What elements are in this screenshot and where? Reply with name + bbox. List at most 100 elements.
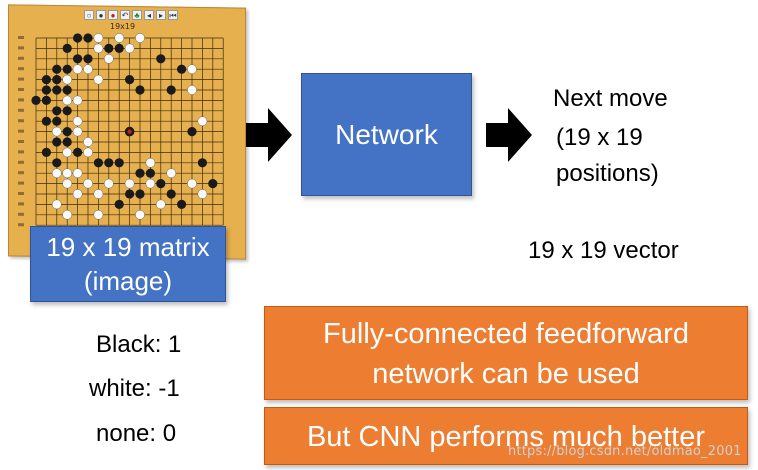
black-stone [62, 43, 72, 53]
undo-icon: ↶ [120, 10, 130, 20]
network-label: Network [335, 118, 438, 150]
white-stone [155, 199, 166, 210]
coordinate-tick [18, 192, 24, 195]
white-stone [166, 168, 177, 179]
black-stone [52, 158, 62, 168]
callout-2-text: But CNN performs much better [306, 421, 706, 453]
white-stone [197, 189, 208, 199]
go-board-grid [18, 33, 224, 227]
black-stone [83, 33, 93, 43]
network-box: Network [301, 73, 472, 196]
last-move-marker [127, 129, 132, 134]
callout-1-line2: network can be used [372, 358, 640, 390]
black-stone [135, 85, 145, 95]
black-stone [83, 54, 93, 64]
encoding-white: white: -1 [89, 375, 180, 402]
black-stone [52, 85, 62, 95]
white-stone [124, 43, 135, 54]
black-stone [104, 158, 114, 168]
black-stone [41, 147, 51, 157]
white-stone [72, 126, 83, 137]
coordinate-tick [18, 108, 24, 112]
white-stone [145, 178, 156, 189]
white-stone [93, 189, 104, 199]
black-stone [52, 106, 62, 116]
black-stone [135, 168, 145, 178]
black-stone [73, 54, 83, 64]
white-stone [72, 64, 83, 75]
encoding-none: none: 0 [96, 420, 177, 447]
black-stone [52, 137, 62, 147]
white-stone [187, 64, 197, 75]
coordinate-tick [18, 77, 24, 81]
callout-1-line1: Fully-connected feedforward [323, 318, 689, 350]
black-stone [135, 189, 145, 199]
black-stone [41, 85, 51, 95]
black-stone [208, 179, 218, 189]
black-stone [166, 85, 176, 95]
coordinate-tick [18, 119, 24, 123]
black-stone-icon: ● [96, 10, 106, 20]
black-stone [41, 75, 51, 85]
coordinate-tick [18, 88, 24, 91]
black-stone [197, 158, 207, 168]
black-stone [187, 127, 197, 137]
matrix-label-line1: 19 x 19 matrix [46, 232, 210, 262]
black-stone [104, 43, 114, 53]
coordinate-tick [18, 67, 24, 71]
white-stone [187, 178, 197, 189]
stone-icon: ○ [84, 10, 94, 20]
white-stone [51, 126, 62, 137]
black-stone [156, 179, 166, 189]
white-stone [187, 85, 197, 95]
white-stone [62, 74, 73, 85]
white-stone [93, 74, 104, 85]
white-stone [62, 95, 73, 106]
white-stone [83, 64, 93, 75]
black-stone [52, 64, 62, 74]
black-stone [41, 116, 51, 126]
white-stone [62, 178, 73, 189]
first-icon: ⏮ [168, 10, 178, 20]
black-stone [41, 95, 51, 105]
black-stone [125, 189, 135, 199]
coordinate-tick [18, 56, 24, 60]
white-stone [83, 178, 93, 189]
coordinate-tick [18, 150, 24, 154]
white-stone [51, 199, 62, 210]
black-stone [62, 85, 72, 95]
black-stone [114, 158, 124, 168]
coordinate-tick [18, 160, 24, 164]
next-move-positions-line2: positions) [556, 160, 659, 187]
white-stone [145, 157, 156, 168]
white-stone [72, 168, 83, 179]
white-stone [72, 95, 83, 106]
watermark: https://blog.csdn.net/oldmao_2001 [508, 444, 742, 459]
white-stone [197, 116, 208, 127]
coordinate-tick [18, 36, 24, 39]
white-stone [83, 147, 93, 158]
white-stone [103, 178, 114, 189]
black-stone [62, 137, 72, 147]
arrow-right-icon [486, 108, 532, 162]
black-stone [145, 168, 155, 178]
black-stone [52, 75, 62, 85]
matrix-label-box: 19 x 19 matrix (image) [30, 226, 226, 302]
white-stone [135, 33, 145, 43]
next-move-label: Next move [553, 85, 668, 112]
white-stone [93, 43, 104, 54]
arrow-right-icon [246, 108, 292, 162]
black-stone [73, 33, 83, 43]
coordinate-tick [18, 223, 24, 227]
coordinate-tick [18, 181, 24, 185]
black-stone [62, 127, 72, 137]
coordinate-tick [18, 129, 24, 133]
tree-icon: ♣ [132, 10, 142, 20]
white-stone [135, 209, 145, 220]
black-stone [62, 106, 72, 116]
white-stone [62, 168, 73, 179]
black-stone [125, 75, 135, 85]
encoding-black: Black: 1 [96, 331, 182, 358]
white-stone [62, 147, 73, 158]
white-stone [72, 116, 83, 127]
